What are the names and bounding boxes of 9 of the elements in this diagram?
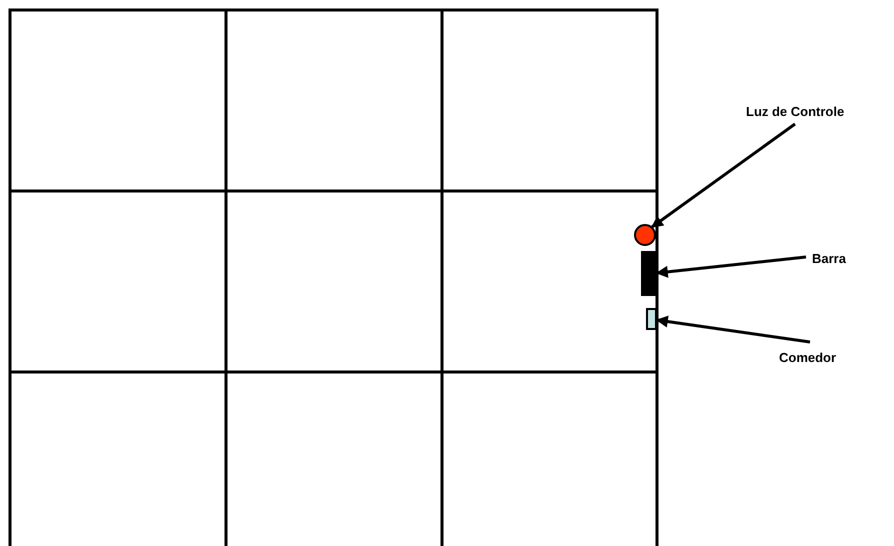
- part-label: Barra: [812, 250, 846, 268]
- leader-arrow: [651, 122, 796, 228]
- bar-block: [641, 251, 657, 296]
- indicator-light: [634, 224, 656, 246]
- part-label: Luz de Controle: [746, 103, 844, 121]
- leader-arrow: [656, 256, 806, 278]
- part-label: Comedor: [779, 349, 836, 367]
- feeder-box: [646, 308, 657, 330]
- leader-arrow: [656, 316, 810, 344]
